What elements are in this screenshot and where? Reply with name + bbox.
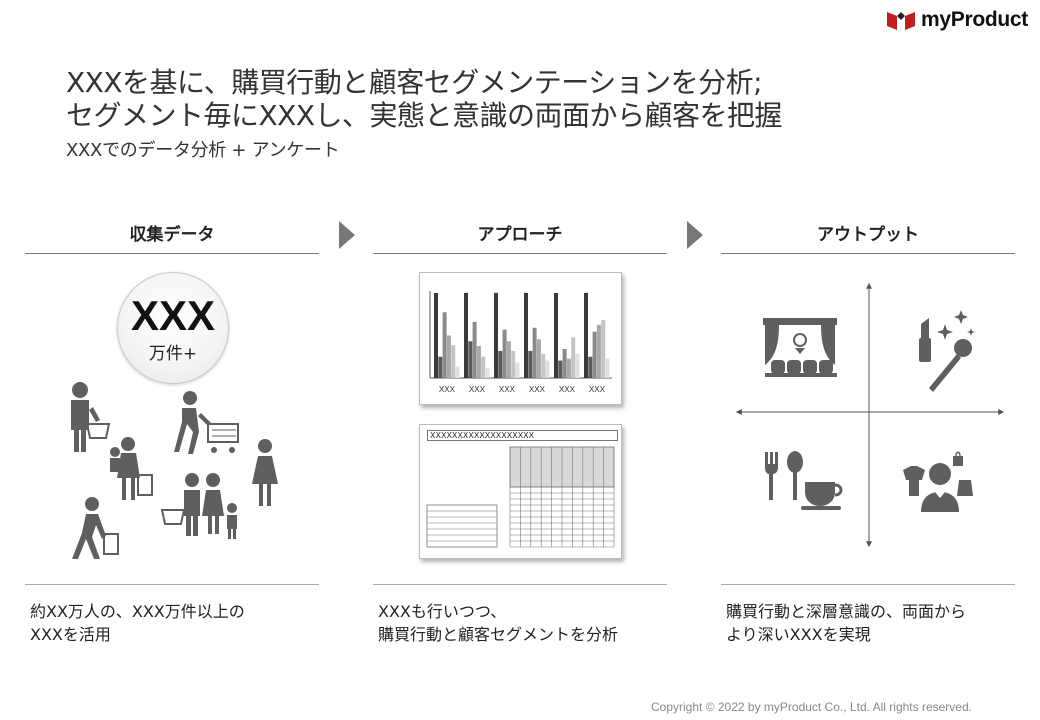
column-description: 購買行動と深層意識の、両面から より深いXXXを実現 xyxy=(726,600,1026,646)
shopper-with-basket-icon xyxy=(71,382,111,452)
divider xyxy=(25,584,319,585)
badge-value: XXX xyxy=(130,292,216,339)
x-tick-label: XXX xyxy=(499,385,516,394)
bar xyxy=(451,345,456,378)
bar xyxy=(446,335,451,378)
bar xyxy=(511,350,516,378)
bar xyxy=(481,356,486,378)
column-approach: アプローチ xyxy=(373,220,667,254)
title-line-2: セグメント毎にXXXし、実態と意識の両面から顧客を把握 xyxy=(66,99,783,132)
walking-shopper-icon xyxy=(72,497,119,559)
column-output: アウトプット xyxy=(721,220,1015,254)
bar xyxy=(468,341,473,378)
bar xyxy=(571,337,576,378)
x-tick-label: XXX xyxy=(559,385,576,394)
family-icon xyxy=(160,473,237,539)
x-tick-label: XXX xyxy=(529,385,546,394)
bar xyxy=(464,292,468,378)
bar xyxy=(524,292,528,378)
x-tick-label: XXX xyxy=(469,385,486,394)
bar xyxy=(541,353,546,378)
slide-title: XXXを基に、購買行動と顧客セグメンテーションを分析; セグメント毎にXXXし、… xyxy=(66,66,966,162)
x-tick-label: XXX xyxy=(439,385,456,394)
chevron-right-icon xyxy=(687,221,703,249)
company-logo: myProduct xyxy=(887,8,1028,32)
bar xyxy=(584,292,588,378)
bar xyxy=(485,368,490,378)
bar xyxy=(502,329,507,378)
bar xyxy=(588,356,593,378)
x-tick-label: XXX xyxy=(589,385,606,394)
table-grid xyxy=(426,446,615,548)
divider xyxy=(373,584,667,585)
copyright-notice: Copyright © 2022 by myProduct Co., Ltd. … xyxy=(651,700,972,714)
logo-text: myProduct xyxy=(921,8,1028,31)
woman-icon xyxy=(252,439,278,506)
bar xyxy=(562,349,567,378)
desc-line: 購買行動と顧客セグメントを分析 xyxy=(378,625,619,644)
data-volume-badge: XXX 万件+ xyxy=(117,272,229,384)
column-heading: アプローチ xyxy=(373,220,667,254)
bar xyxy=(455,366,460,378)
shopper-with-cart-icon xyxy=(174,391,239,454)
bar-chart-card: XXX XXX XXX XXX XXX XXX xyxy=(419,272,622,405)
bar xyxy=(554,292,558,378)
desc-line: 購買行動と深層意識の、両面から xyxy=(726,602,967,621)
column-heading: アウトプット xyxy=(721,220,1015,254)
logo-mark-icon xyxy=(887,12,915,30)
bar xyxy=(575,353,580,378)
theater-icon xyxy=(763,318,837,377)
slide-subtitle: XXXでのデータ分析 + アンケート xyxy=(66,140,340,161)
bar xyxy=(528,350,533,378)
shoppers-illustration xyxy=(71,382,278,559)
bar xyxy=(558,360,563,378)
bar xyxy=(605,358,610,378)
table-title: XXXXXXXXXXXXXXXXXXX xyxy=(427,430,618,441)
bar xyxy=(532,327,537,378)
desc-line: 約XX万人の、XXX万件以上の xyxy=(30,602,245,621)
bar xyxy=(596,324,601,378)
bar xyxy=(506,341,511,378)
bar xyxy=(494,292,498,378)
chevron-right-icon xyxy=(339,221,355,249)
bar xyxy=(515,362,520,378)
bar xyxy=(545,360,550,378)
dining-icon xyxy=(765,451,843,510)
column-collected-data: 収集データ xyxy=(25,220,319,254)
bar xyxy=(434,292,438,378)
data-table-card: XXXXXXXXXXXXXXXXXXX xyxy=(419,424,622,559)
bar xyxy=(536,339,541,378)
column-description: 約XX万人の、XXX万件以上の XXXを活用 xyxy=(30,600,330,646)
desc-line: XXXを活用 xyxy=(30,625,111,644)
bar xyxy=(601,320,606,378)
bar xyxy=(566,358,571,378)
bar xyxy=(472,321,477,378)
bar xyxy=(498,350,503,378)
bar-chart: XXX XXX XXX XXX XXX XXX xyxy=(429,291,612,394)
desc-line: より深いXXXを実現 xyxy=(726,625,871,644)
bar xyxy=(476,346,481,378)
mother-with-child-icon xyxy=(110,437,153,500)
title-line-1: XXXを基に、購買行動と顧客セグメンテーションを分析; xyxy=(66,66,763,99)
bar xyxy=(592,331,597,378)
cosmetics-icon xyxy=(919,310,975,392)
column-description: XXXも行いつつ、 購買行動と顧客セグメントを分析 xyxy=(378,600,678,646)
apparel-shopper-icon xyxy=(903,451,973,512)
segment-quadrant-map xyxy=(735,282,1005,548)
bar xyxy=(442,312,447,378)
divider xyxy=(721,584,1015,585)
bar xyxy=(438,356,443,378)
desc-line: XXXも行いつつ、 xyxy=(378,602,507,621)
badge-unit: 万件+ xyxy=(148,344,198,364)
column-heading: 収集データ xyxy=(25,220,319,254)
